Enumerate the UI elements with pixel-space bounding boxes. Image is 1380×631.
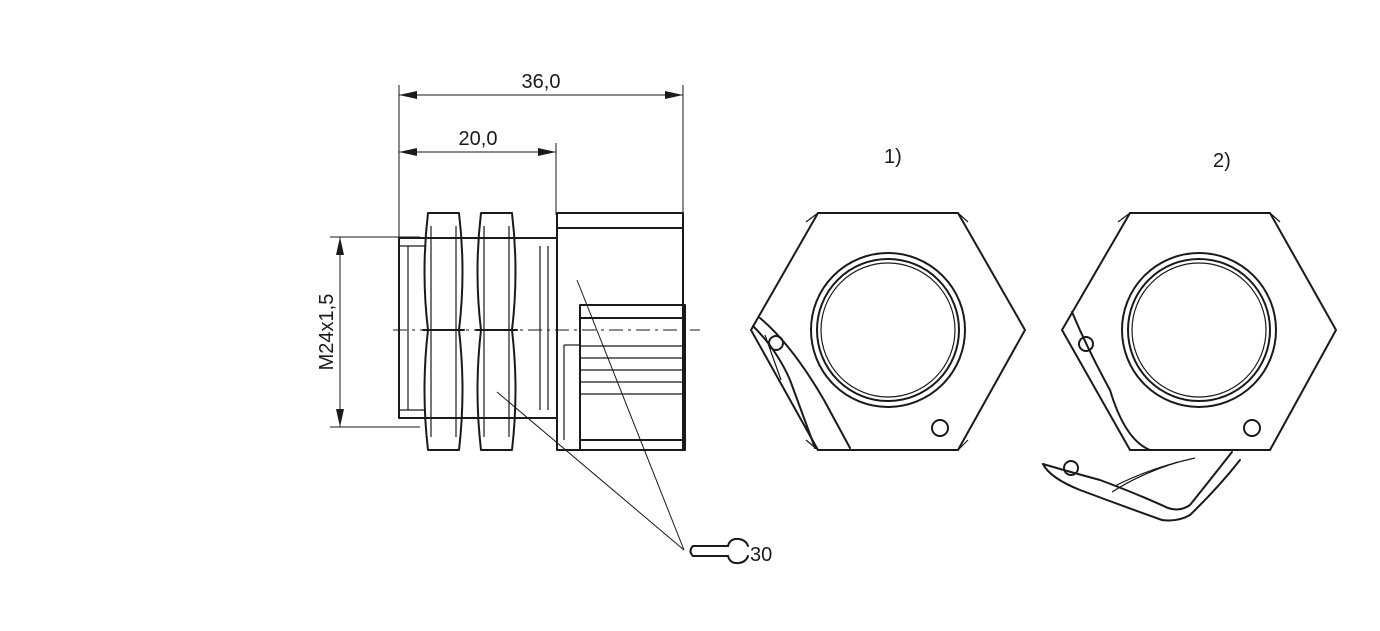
leader-line (496, 391, 685, 551)
dimension-thread-length: 20,0 (459, 128, 498, 150)
cover-strap (759, 317, 851, 449)
hex-chamfer (1117, 212, 1281, 223)
cover-strap (752, 325, 816, 449)
cover-flap (1042, 451, 1241, 522)
screw-hole (1078, 336, 1094, 352)
arrowhead (336, 237, 344, 255)
arrowhead (399, 148, 417, 156)
leader-line (576, 279, 685, 551)
bore-outer (810, 252, 966, 408)
hex-nut-1 (422, 212, 465, 451)
arrowhead (665, 91, 683, 99)
arrowhead (336, 409, 344, 427)
hex-outline (1061, 212, 1337, 451)
arrowhead (399, 91, 417, 99)
arrowhead (538, 148, 556, 156)
bore-edge (1131, 262, 1267, 398)
hex-chamfer (805, 212, 969, 223)
cover-strap-detail (764, 334, 782, 381)
bore-inner (1127, 258, 1271, 402)
front-view-1: 1) (750, 146, 1026, 451)
dimension-overall-length: 36,0 (522, 71, 561, 93)
front-view-2: 2) (1042, 150, 1337, 522)
view-label-2: 2) (1213, 150, 1231, 172)
side-view: 36,0 20,0 M24x1,5 (316, 71, 772, 566)
bore-edge (820, 262, 956, 398)
screw-hole (1243, 419, 1261, 437)
view-label-1: 1) (884, 146, 902, 168)
hex-outline (750, 212, 1026, 451)
bore-outer (1121, 252, 1277, 408)
wrench-size-label: 30 (750, 544, 772, 566)
connector-housing (556, 212, 686, 451)
cover-seat (1071, 311, 1151, 451)
dimension-thread-size: M24x1,5 (316, 294, 338, 371)
hex-chamfer (805, 439, 969, 451)
wrench-icon (689, 537, 749, 565)
bore-inner (816, 258, 960, 402)
hex-nut-2 (475, 212, 518, 451)
screw-hole (931, 419, 949, 437)
